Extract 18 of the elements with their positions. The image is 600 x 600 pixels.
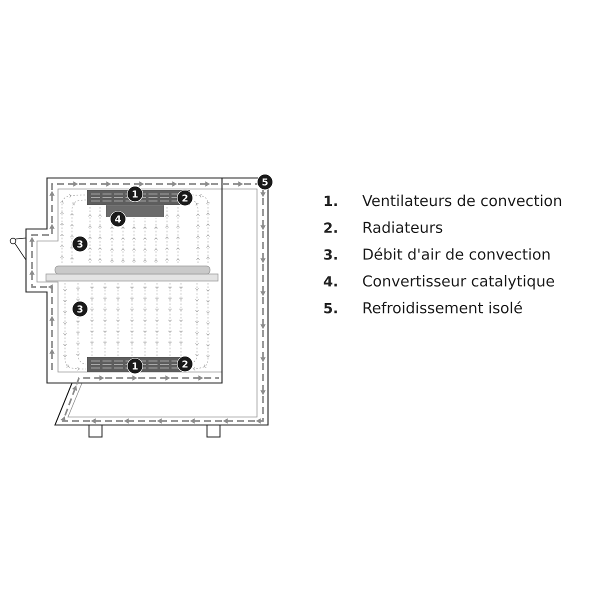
key-number: 5.	[324, 303, 337, 314]
key-number: 4.	[324, 276, 337, 286]
key-number: 3.	[324, 249, 337, 260]
key-text: Convertisseur catalytique	[363, 275, 554, 290]
callout-number: 3	[72, 300, 88, 318]
key-number: 2.	[324, 222, 337, 233]
callout-number: 4	[110, 210, 126, 228]
callout-number: 3	[72, 236, 88, 252]
callout-number: 2	[176, 190, 194, 206]
callout-number: 5	[256, 174, 274, 190]
key-number: 1.	[324, 196, 337, 206]
key-text: Radiateurs	[364, 221, 442, 234]
key-text: Ventilateurs de convection	[362, 194, 562, 206]
key-text: Refroidissement isolé	[364, 301, 522, 314]
key-text: Débit d'air de convection	[364, 248, 550, 260]
callout-number: 2	[176, 356, 194, 372]
callout-number: 1	[126, 186, 144, 202]
callout-number: 1	[126, 358, 144, 374]
